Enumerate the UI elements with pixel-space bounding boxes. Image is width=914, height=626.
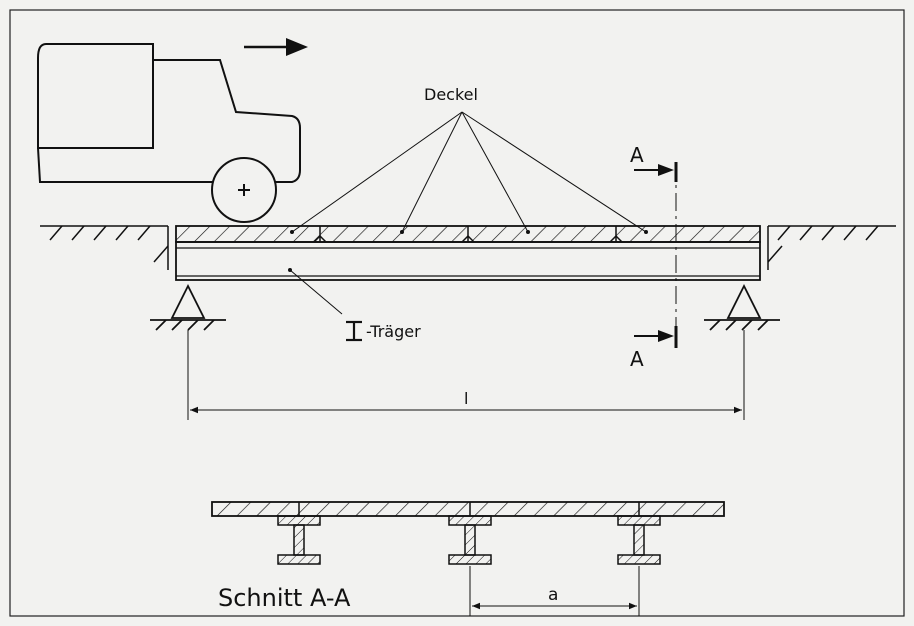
support-icon [150, 283, 226, 331]
section-title: Schnitt A-A [218, 584, 351, 612]
i-beam-icon [448, 502, 492, 565]
spacing-dimension [469, 566, 640, 616]
section-label-bottom: A [630, 347, 644, 371]
deckel-label: Deckel [424, 85, 478, 104]
traeger-label: -Träger [366, 322, 421, 341]
traeger-leader [289, 269, 343, 315]
span-label: l [464, 389, 468, 408]
i-beam-symbol-icon [346, 320, 362, 342]
span-dimension [187, 330, 745, 420]
spacing-label: a [548, 585, 558, 605]
direction-arrow-icon [244, 38, 308, 56]
figure-frame [9, 9, 905, 617]
i-beam-icon [277, 502, 321, 565]
support-icon [704, 283, 780, 331]
i-beam-icon [617, 502, 661, 565]
truck-icon [37, 43, 301, 223]
section-label-top: A [630, 143, 644, 167]
ground-hatch-icon [40, 225, 169, 270]
deckel-leaders [291, 111, 647, 233]
section-deck-plate [211, 501, 725, 517]
section-line-a [634, 162, 678, 348]
ground-hatch-icon [767, 225, 896, 270]
deck-joints [313, 226, 623, 243]
